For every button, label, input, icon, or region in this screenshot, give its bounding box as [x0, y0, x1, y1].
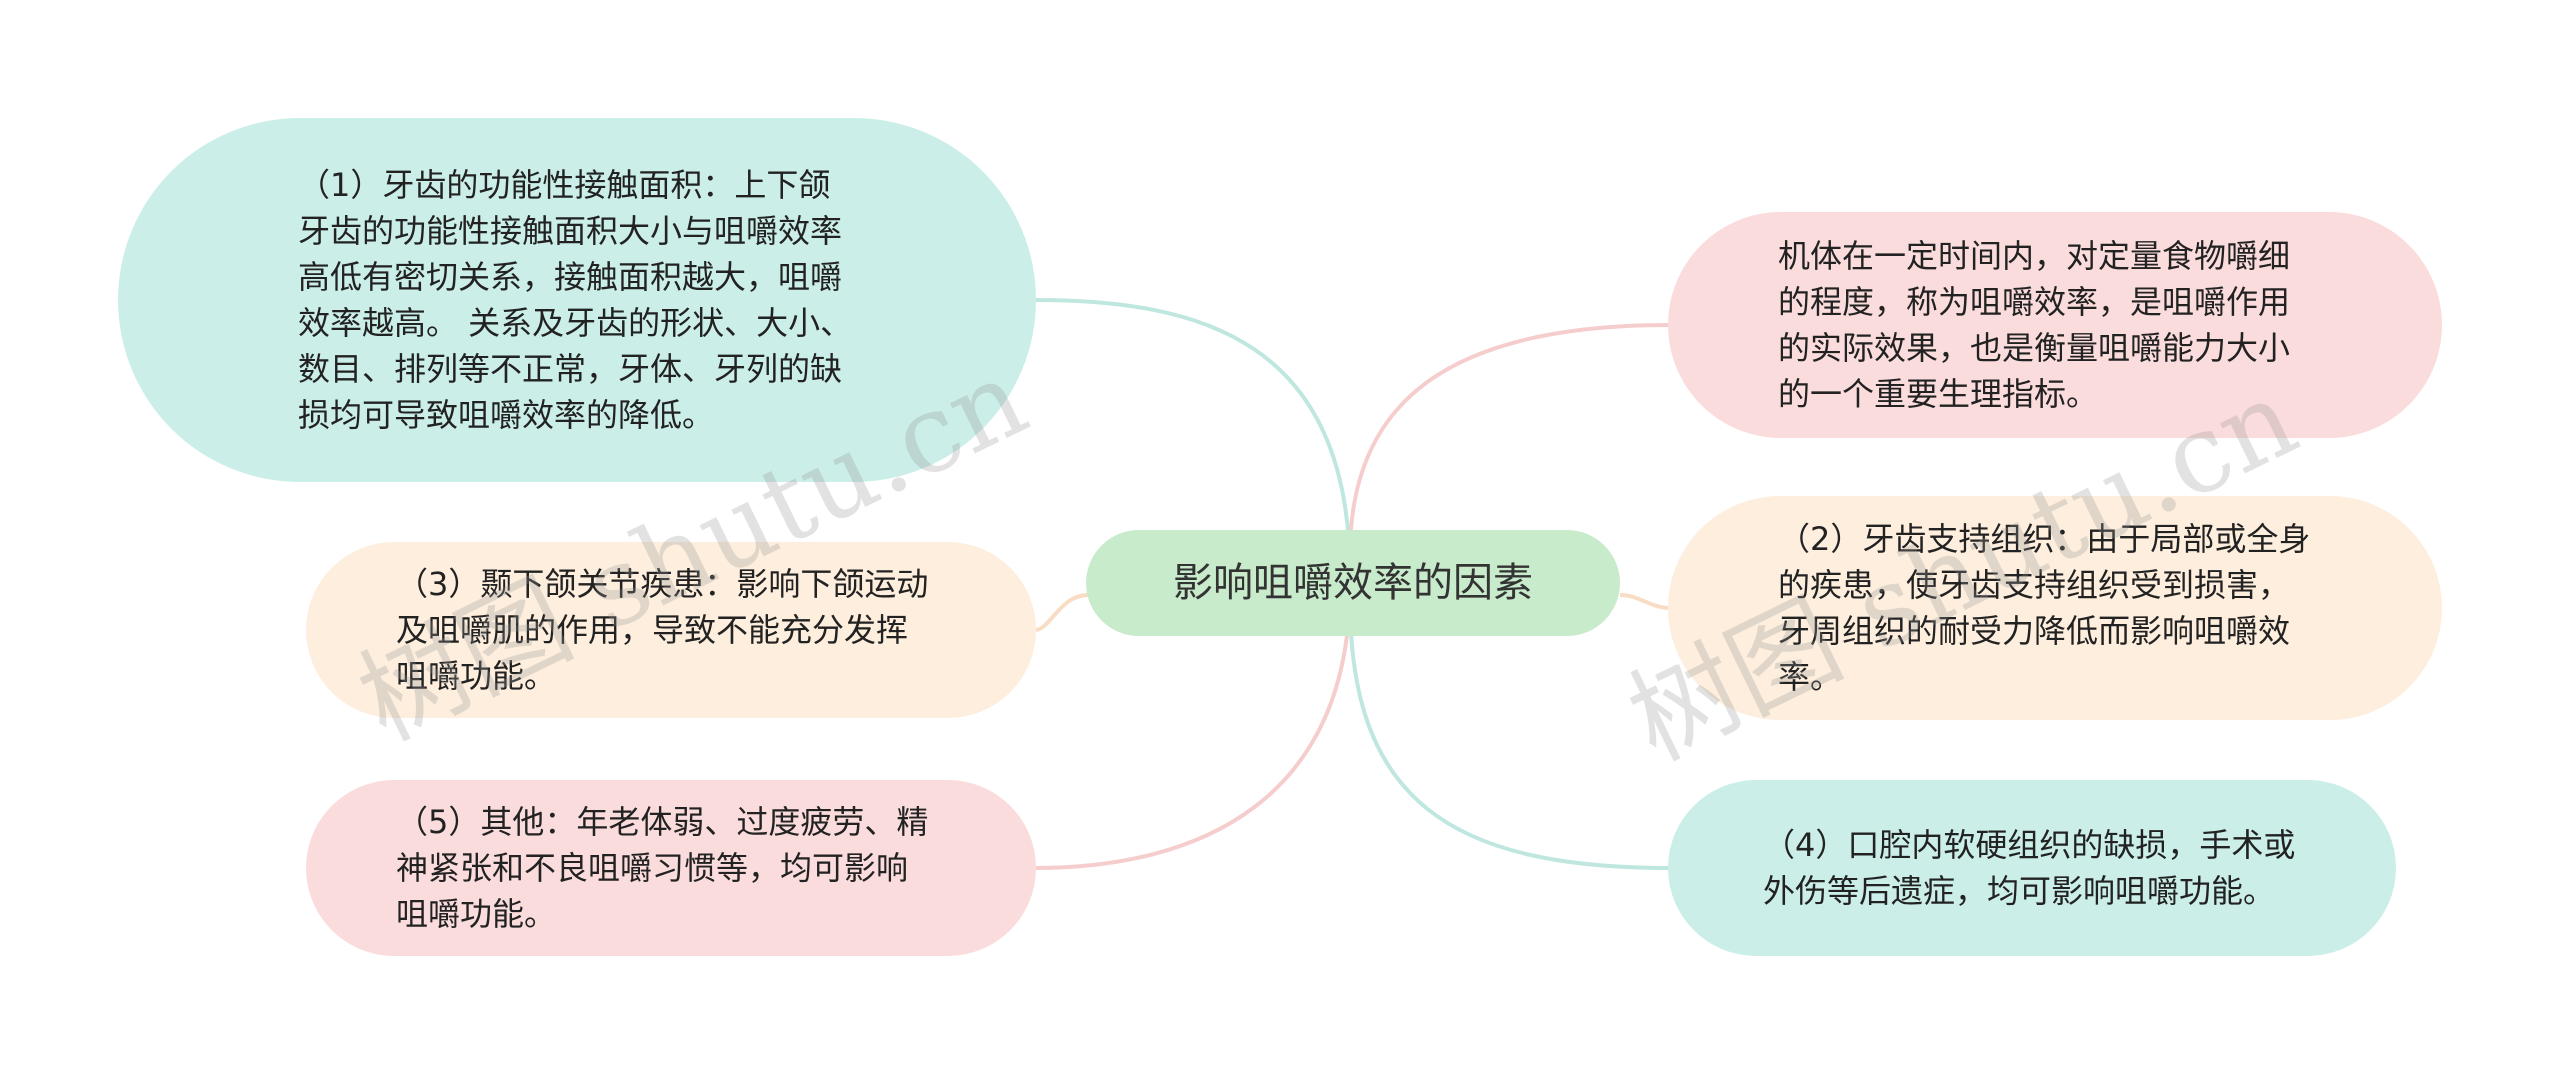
- center-topic-label: 影响咀嚼效率的因素: [1173, 560, 1533, 606]
- connector-other: [1034, 584, 1352, 870]
- topic-definition[interactable]: 机体在一定时间内，对定量食物嚼细的程度，称为咀嚼效率，是咀嚼作用的实际效果，也是…: [1668, 212, 2442, 438]
- connector-contact-area: [1034, 298, 1352, 576]
- topic-contact-area[interactable]: （1）牙齿的功能性接触面积：上下颌牙齿的功能性接触面积大小与咀嚼效率高低有密切关…: [118, 118, 1036, 482]
- connector-definition: [1348, 323, 1671, 556]
- topic-other[interactable]: （5）其他：年老体弱、过度疲劳、精神紧张和不良咀嚼习惯等，均可影响咀嚼功能。: [306, 780, 1036, 956]
- topic-support-tissue[interactable]: （2）牙齿支持组织：由于局部或全身的疾患，使牙齿支持组织受到损害，牙周组织的耐受…: [1668, 496, 2442, 720]
- connector-soft-hard-tissue: [1348, 599, 1671, 870]
- connector-tmj: [1034, 593, 1089, 632]
- topic-other-text: （5）其他：年老体弱、过度疲劳、精神紧张和不良咀嚼习惯等，均可影响咀嚼功能。: [396, 803, 929, 933]
- topic-definition-text: 机体在一定时间内，对定量食物嚼细的程度，称为咀嚼效率，是咀嚼作用的实际效果，也是…: [1778, 237, 2291, 413]
- topic-soft-hard-tissue[interactable]: （4）口腔内软硬组织的缺损，手术或外伤等后遗症，均可影响咀嚼功能。: [1668, 780, 2396, 956]
- topic-tmj-text: （3）颞下颌关节疾患：影响下颌运动及咀嚼肌的作用，导致不能充分发挥咀嚼功能。: [396, 565, 929, 695]
- topic-support-tissue-text: （2）牙齿支持组织：由于局部或全身的疾患，使牙齿支持组织受到损害，牙周组织的耐受…: [1778, 520, 2311, 696]
- topic-soft-hard-tissue-text: （4）口腔内软硬组织的缺损，手术或外伤等后遗症，均可影响咀嚼功能。: [1763, 826, 2296, 910]
- topic-contact-area-text: （1）牙齿的功能性接触面积：上下颌牙齿的功能性接触面积大小与咀嚼效率高低有密切关…: [298, 166, 853, 434]
- topic-tmj[interactable]: （3）颞下颌关节疾患：影响下颌运动及咀嚼肌的作用，导致不能充分发挥咀嚼功能。: [306, 542, 1036, 718]
- connector-support-tissue: [1619, 593, 1671, 610]
- center-topic[interactable]: 影响咀嚼效率的因素: [1086, 530, 1620, 636]
